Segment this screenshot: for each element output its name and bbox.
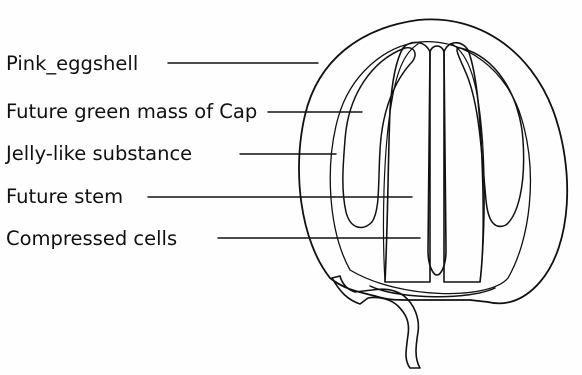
left-cap-mass: [343, 48, 415, 228]
label-future-stem: Future stem: [6, 185, 123, 208]
outer-eggshell: [299, 19, 567, 303]
right-cap-mass: [457, 48, 524, 227]
stem-body-right: [444, 43, 483, 282]
label-jelly-like-substance: Jelly-like substance: [4, 142, 192, 165]
label-compressed-cells: Compressed cells: [6, 227, 177, 250]
stem-body: [385, 42, 430, 282]
label-pink-eggshell: Pink_eggshell: [6, 52, 138, 75]
label-future-green-mass: Future green mass of Cap: [6, 100, 257, 123]
